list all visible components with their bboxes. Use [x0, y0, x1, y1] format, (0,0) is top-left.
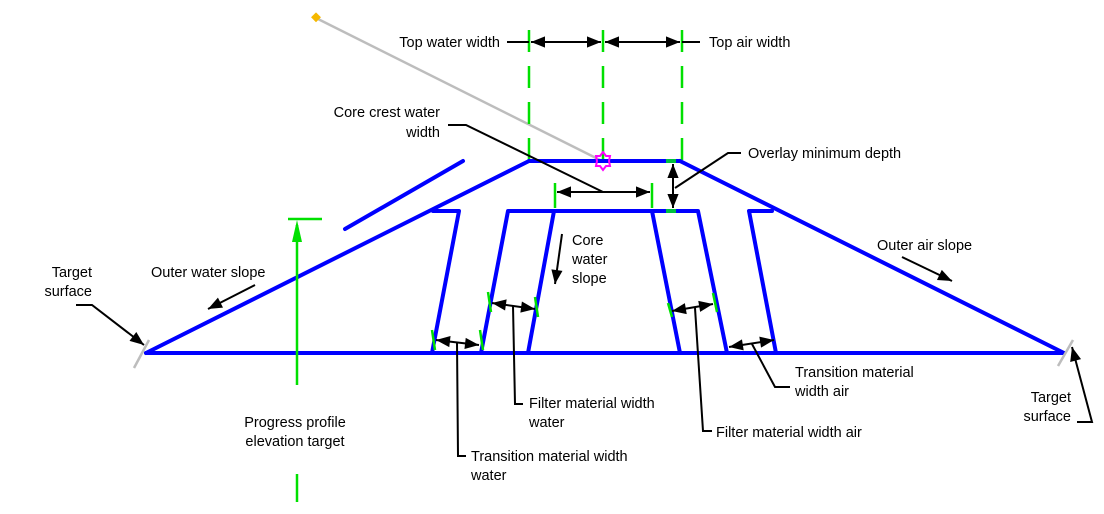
label-top-air-width: Top air width — [709, 35, 790, 51]
core-water-slope-arrow — [551, 233, 563, 285]
label-target-surface-left-line1: Target — [52, 265, 92, 281]
outer-air-slope-arrow — [901, 256, 953, 282]
filter-air-width-leader — [694, 307, 712, 432]
overlay-slab — [343, 159, 465, 231]
target-surface-tick-right — [1056, 339, 1075, 367]
transition-water-width-leader — [456, 341, 466, 457]
grip-handle-line[interactable] — [315, 16, 601, 162]
label-transition-width-water-line2: water — [470, 468, 507, 484]
label-progress-profile-line1: Progress profile — [244, 415, 346, 431]
label-transition-width-water-line1: Transition material width — [471, 449, 628, 465]
progress-profile-arrowhead — [292, 220, 302, 242]
outer-shell-air-slope — [678, 159, 1066, 355]
transition-zone-water — [430, 209, 461, 355]
filter-zone-air — [650, 209, 682, 355]
transition-water-tick-b — [478, 329, 485, 351]
core-crest-water-width-leader — [448, 124, 604, 193]
label-filter-width-water-line1: Filter material width — [529, 396, 655, 412]
label-top-water-width: Top water width — [399, 35, 500, 51]
label-core-water-slope-line1: Core — [572, 233, 603, 249]
label-progress-profile-line2: elevation target — [245, 434, 344, 450]
label-target-surface-left-line2: surface — [44, 284, 92, 300]
label-outer-air-slope: Outer air slope — [877, 238, 972, 254]
target-surface-tick-left — [132, 339, 151, 369]
label-overlay-minimum-depth: Overlay minimum depth — [748, 146, 901, 162]
transition-air-width-leader — [751, 343, 790, 388]
label-target-surface-right-line2: surface — [1023, 409, 1071, 425]
label-core-water-slope-line2: water — [571, 252, 608, 268]
overlay-minimum-depth-leader — [674, 152, 741, 189]
label-filter-width-water-line2: water — [528, 415, 565, 431]
outer-shell-water-slope — [144, 159, 531, 355]
dam-structure — [144, 159, 1066, 355]
transition-zone-air — [747, 209, 778, 355]
transition-air-width-arrow — [728, 336, 775, 351]
grip-point-icon[interactable] — [594, 150, 612, 172]
label-filter-width-air: Filter material width air — [716, 425, 862, 441]
transition-water-tick-a — [430, 329, 437, 351]
filter-water-tick-b — [533, 296, 540, 318]
filter-water-tick-a — [486, 291, 493, 313]
target-surface-right-leader — [1070, 346, 1094, 423]
filter-zone-water — [479, 209, 556, 355]
outer-water-slope-arrow — [207, 284, 256, 310]
label-transition-width-air-line1: Transition material — [795, 365, 914, 381]
filter-air-width-arrow — [671, 300, 714, 315]
label-core-water-slope-line3: slope — [572, 271, 607, 287]
label-core-crest-water-width-line2: width — [405, 125, 440, 141]
label-target-surface-right-line1: Target — [1031, 390, 1071, 406]
filter-water-width-leader — [512, 305, 523, 405]
filter-zone-air-outer — [650, 209, 729, 355]
label-outer-water-slope: Outer water slope — [151, 265, 265, 281]
label-transition-width-air-line2: width air — [794, 384, 849, 400]
filter-air-tick-b — [711, 292, 719, 313]
filter-air-tick-a — [666, 302, 674, 318]
label-core-crest-water-width-line1: Core crest water — [334, 105, 441, 121]
target-surface-left-leader — [76, 304, 145, 346]
